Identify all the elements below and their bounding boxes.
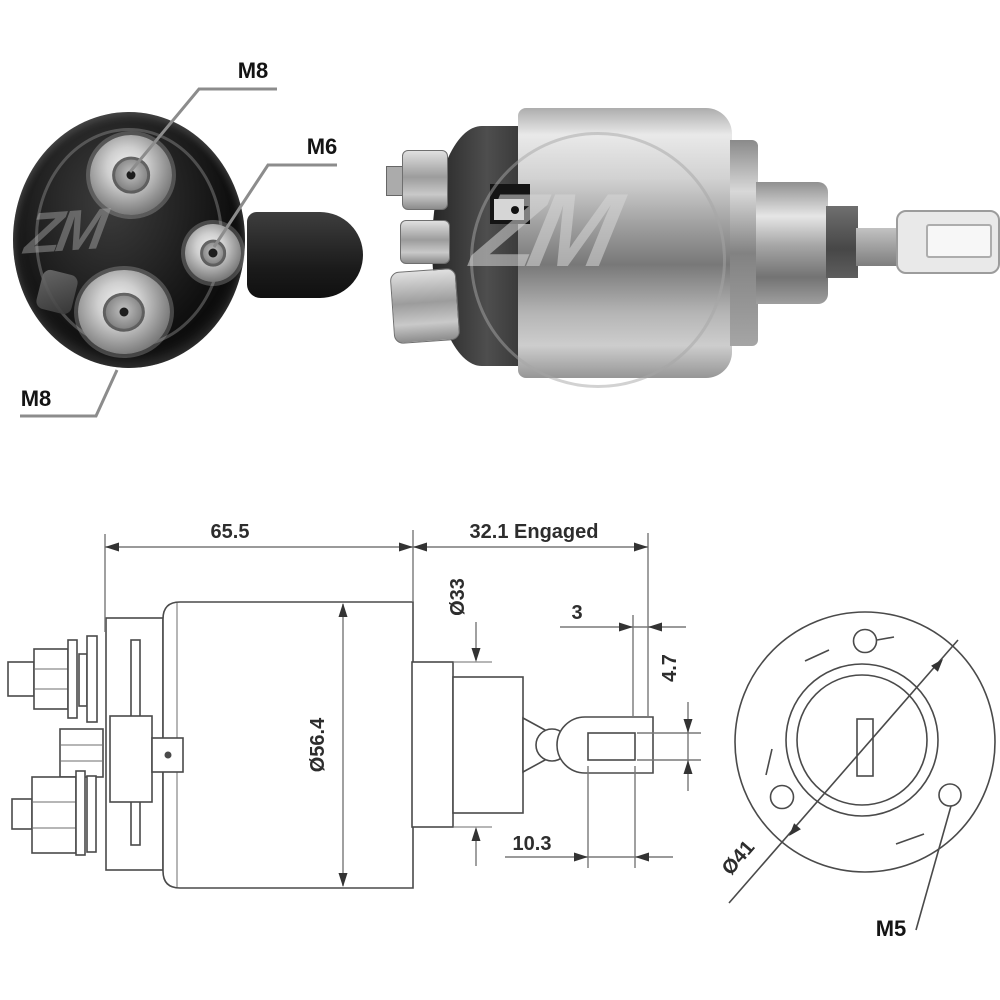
- leader-line: [20, 369, 119, 418]
- stud-bottom: [11, 798, 33, 830]
- washer: [67, 639, 78, 719]
- leader-line: [128, 87, 277, 173]
- main-body: [162, 601, 414, 889]
- bushing-cylinder: [452, 676, 524, 814]
- leader-line: [212, 163, 337, 248]
- bolt-center: [208, 248, 218, 258]
- bolt-center: [119, 307, 129, 317]
- eyelet-slot: [587, 732, 636, 761]
- arrowhead: [789, 823, 801, 836]
- terminal-nut-m6: [185, 224, 241, 282]
- dim-label-4-7: 4.7: [659, 654, 681, 682]
- front-flange-ring: [411, 661, 454, 828]
- hole-tick: [876, 636, 895, 641]
- arrowhead: [683, 719, 693, 733]
- dim-label-65-5: 65.5: [211, 521, 250, 543]
- front-view-photo: ZM: [0, 0, 380, 460]
- arrowhead: [471, 648, 481, 662]
- spade-block: [109, 715, 153, 803]
- dim-label-32-1-engaged: 32.1 Engaged: [470, 521, 599, 543]
- arrowhead: [105, 542, 119, 552]
- body-step-ring: [730, 140, 758, 346]
- end-view-drawing: Ø41 M5: [718, 611, 996, 941]
- mounting-tab: [247, 212, 363, 298]
- callout-m8-bottom: M8: [20, 369, 119, 418]
- terminal-nut-mid: [400, 220, 450, 264]
- dim-label-3: 3: [571, 602, 582, 624]
- label-m5: M5: [876, 916, 907, 941]
- bolt-center: [126, 170, 136, 180]
- m5-leader: [915, 805, 952, 931]
- front-bushing: [756, 182, 828, 304]
- arrowhead: [683, 760, 693, 774]
- plunger-rod: [856, 228, 902, 266]
- arrowhead: [634, 542, 648, 552]
- shaft-collar: [826, 206, 858, 278]
- dim-slot-height: 4.7: [637, 654, 701, 791]
- arrowhead: [648, 622, 662, 632]
- label-m8-top: M8: [238, 58, 269, 83]
- dim-engaged-length: 32.1 Engaged: [413, 521, 649, 716]
- arrowhead: [471, 827, 481, 841]
- plunger-clevis: [896, 210, 1000, 274]
- dim-label-o41: Ø41: [718, 837, 759, 880]
- arrowhead: [635, 852, 649, 862]
- mounting-hole-top: [852, 628, 878, 654]
- dim-gap: 3: [560, 602, 686, 716]
- mounting-hole-left: [769, 784, 795, 810]
- dim-flange-diameter: Ø33: [447, 578, 481, 866]
- bolt-circle-dash: [765, 748, 773, 776]
- arrowhead: [338, 873, 348, 887]
- bolt-circle-dash: [804, 649, 830, 662]
- washer: [86, 635, 98, 723]
- dim-slot-length: 10.3: [505, 766, 673, 868]
- spade-hole: [164, 751, 172, 759]
- callout-m6: M6: [212, 134, 338, 248]
- washer: [78, 653, 88, 707]
- callout-m8-top: M8: [128, 58, 277, 173]
- dim-label-56-4: Ø56.4: [307, 717, 329, 772]
- label-m8-bottom: M8: [21, 386, 52, 411]
- arrowhead: [619, 622, 633, 632]
- terminal-bolt-m8-bottom: [78, 270, 170, 354]
- arrowhead: [338, 603, 348, 617]
- pilot-ring-inner: [796, 674, 928, 806]
- zm-watermark-circle: [470, 132, 726, 388]
- hex-top: [33, 648, 69, 710]
- stud-top: [7, 661, 35, 697]
- dim-body-length: 65.5: [104, 521, 414, 632]
- bolt-circle-dash: [895, 833, 925, 845]
- side-view-photo: ZM: [382, 62, 1000, 452]
- terminal-nut-top: [402, 150, 448, 210]
- solenoid-cap-face: ZM: [13, 112, 245, 368]
- terminal-bolt-m8-top: [90, 135, 172, 215]
- dim-body-diameter: Ø56.4: [307, 603, 348, 887]
- bolt-circle-diagonal: [728, 639, 959, 904]
- label-m6: M6: [307, 134, 338, 159]
- dim-label-o33: Ø33: [447, 578, 469, 616]
- clevis-slot: [926, 224, 992, 258]
- washer: [86, 775, 97, 853]
- mid-nut: [59, 728, 104, 778]
- washer: [75, 770, 86, 856]
- hex-bottom: [31, 776, 77, 854]
- arrowhead: [413, 542, 427, 552]
- dim-label-10-3: 10.3: [513, 833, 552, 855]
- arrowhead: [399, 542, 413, 552]
- arrowhead: [574, 852, 588, 862]
- arrowhead: [931, 659, 943, 672]
- side-view-drawing: [7, 601, 654, 889]
- pilot-ring-outer: [785, 663, 939, 817]
- mounting-hole-right: [938, 783, 962, 807]
